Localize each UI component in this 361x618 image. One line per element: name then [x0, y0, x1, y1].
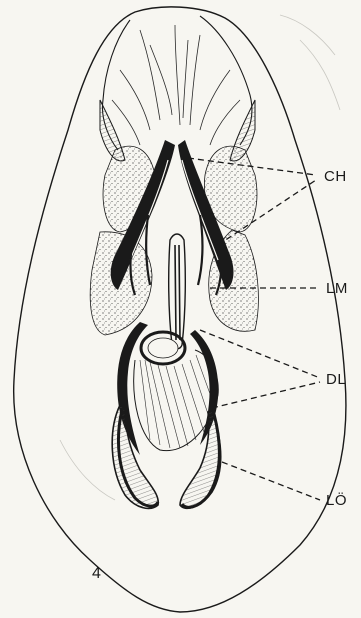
- dorsal-lobe-fan: [140, 355, 214, 448]
- head-detail-lines: [112, 25, 240, 145]
- label-dl: DL: [326, 372, 346, 387]
- figure-number: 4: [92, 566, 101, 582]
- median-ring-inner: [148, 338, 178, 358]
- median-lobe-core: [175, 245, 180, 340]
- leader-dl-upper: [200, 330, 320, 378]
- leader-lo: [222, 462, 320, 500]
- label-lm: LM: [326, 281, 348, 296]
- right-lower-lobe: [180, 410, 221, 508]
- label-lo: LÖ: [326, 493, 347, 508]
- label-ch: CH: [324, 169, 347, 184]
- leader-dl-lower: [212, 382, 320, 408]
